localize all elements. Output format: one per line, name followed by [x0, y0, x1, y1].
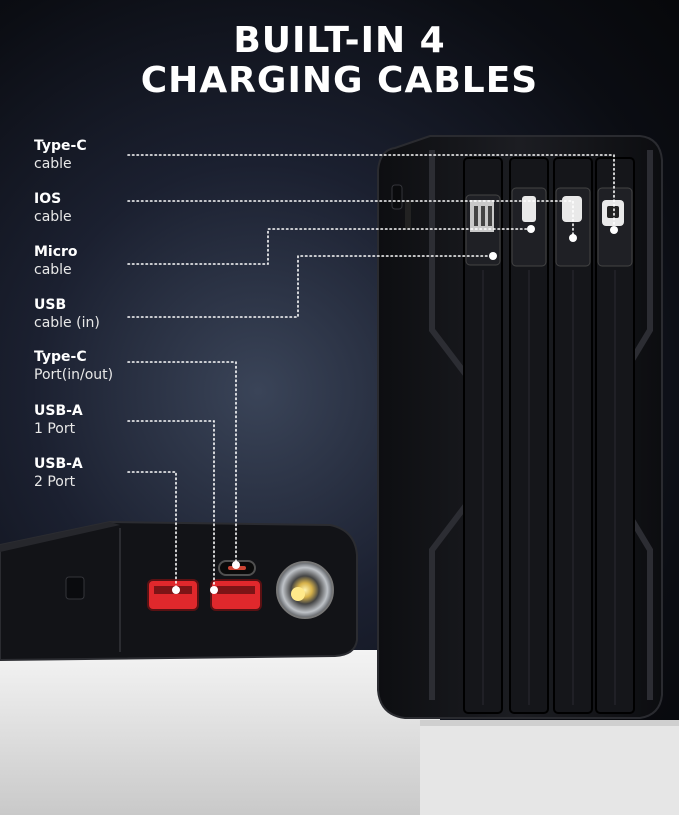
usb-a-port-2 [210, 579, 262, 611]
label-usb-cable: USB cable (in) [34, 297, 100, 331]
callout-dots [172, 225, 618, 594]
label-ios-cable: IOS cable [34, 191, 72, 225]
usb-a-port-1 [147, 579, 199, 611]
label-type-c-cable: Type-C cable [34, 138, 87, 172]
label-usb-a-2-port: USB-A 2 Port [34, 456, 83, 490]
label-type-c-port: Type-C Port(in/out) [34, 349, 114, 383]
usb-connector-icon [465, 194, 501, 266]
headline-line-2: CHARGING CABLES [140, 60, 539, 101]
label-micro-cable: Micro cable [34, 244, 78, 278]
standing-power-bank [377, 135, 663, 719]
white-pedestal-right [420, 720, 679, 815]
callout-lines [127, 154, 615, 591]
flashlight-icon [276, 561, 334, 619]
headline-line-1: BUILT-IN 4 [233, 20, 446, 61]
type-c-connector-icon [555, 187, 591, 267]
label-usb-a-1-port: USB-A 1 Port [34, 403, 83, 437]
white-pedestal-left [0, 650, 440, 815]
